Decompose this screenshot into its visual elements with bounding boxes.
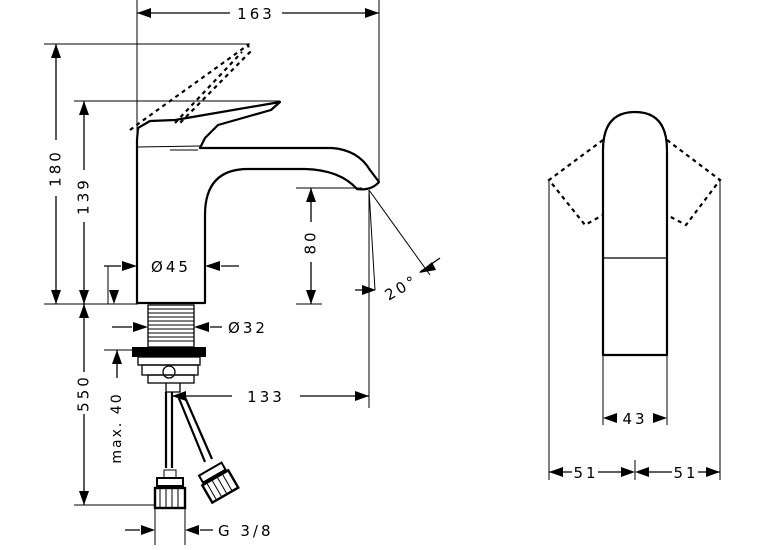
handle-raised-dashed [129, 43, 252, 131]
dim-connection-length: 550 [75, 374, 93, 412]
dim-handle-width: 43 [622, 410, 647, 428]
dim-spout-angle: 20° [382, 271, 422, 304]
dim-handle-swing-right: 51 [673, 464, 698, 482]
dim-outlet-to-center: 133 [247, 388, 285, 406]
dimension-lines [44, 0, 441, 545]
faucet-side-view [129, 43, 381, 510]
handle-front-outline [601, 110, 669, 357]
dim-total-height: 180 [47, 149, 65, 187]
handle-seam [136, 145, 201, 148]
dim-thread-size: G 3/8 [218, 522, 274, 540]
dim-thread-diameter: Ø32 [228, 319, 268, 337]
handle-front-view [547, 110, 722, 480]
dim-spout-outlet-height: 80 [302, 229, 320, 254]
handle-raised-dashed-inner [174, 51, 243, 124]
supply-hoses [153, 392, 240, 510]
handle-swing-left [547, 139, 604, 227]
dim-spout-top-height: 139 [75, 177, 93, 215]
thread-connector [147, 304, 195, 348]
dim-body-diameter: Ø45 [151, 258, 191, 276]
handle-swing-right [666, 139, 722, 227]
faucet-body-outline [135, 100, 381, 305]
dim-max-thickness: max. 40 [109, 392, 125, 463]
dim-spout-reach: 163 [237, 5, 275, 23]
dim-handle-swing-left: 51 [573, 464, 598, 482]
mounting-nut [132, 347, 206, 393]
